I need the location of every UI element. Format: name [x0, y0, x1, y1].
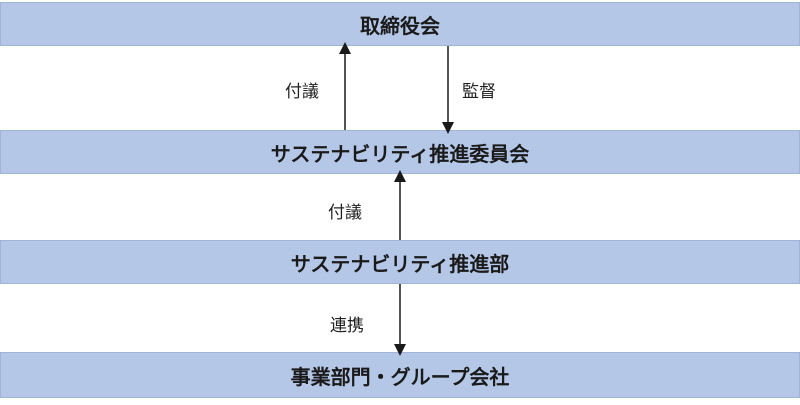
business-groups-box: 事業部門・グループ会社 — [0, 352, 800, 398]
label-escalate-to-committee: 付議 — [328, 203, 362, 223]
department-label: サステナビリティ推進部 — [290, 251, 510, 276]
committee-label: サステナビリティ推進委員会 — [270, 141, 530, 166]
label-supervise: 監督 — [462, 82, 496, 102]
business-label: 事業部門・グループ会社 — [290, 364, 510, 389]
label-escalate-to-board: 付議 — [285, 82, 319, 102]
board-box: 取締役会 — [0, 2, 800, 46]
board-label: 取締役会 — [360, 13, 440, 38]
label-cooperate: 連携 — [330, 316, 364, 336]
sustainability-department-box: サステナビリティ推進部 — [0, 240, 800, 284]
